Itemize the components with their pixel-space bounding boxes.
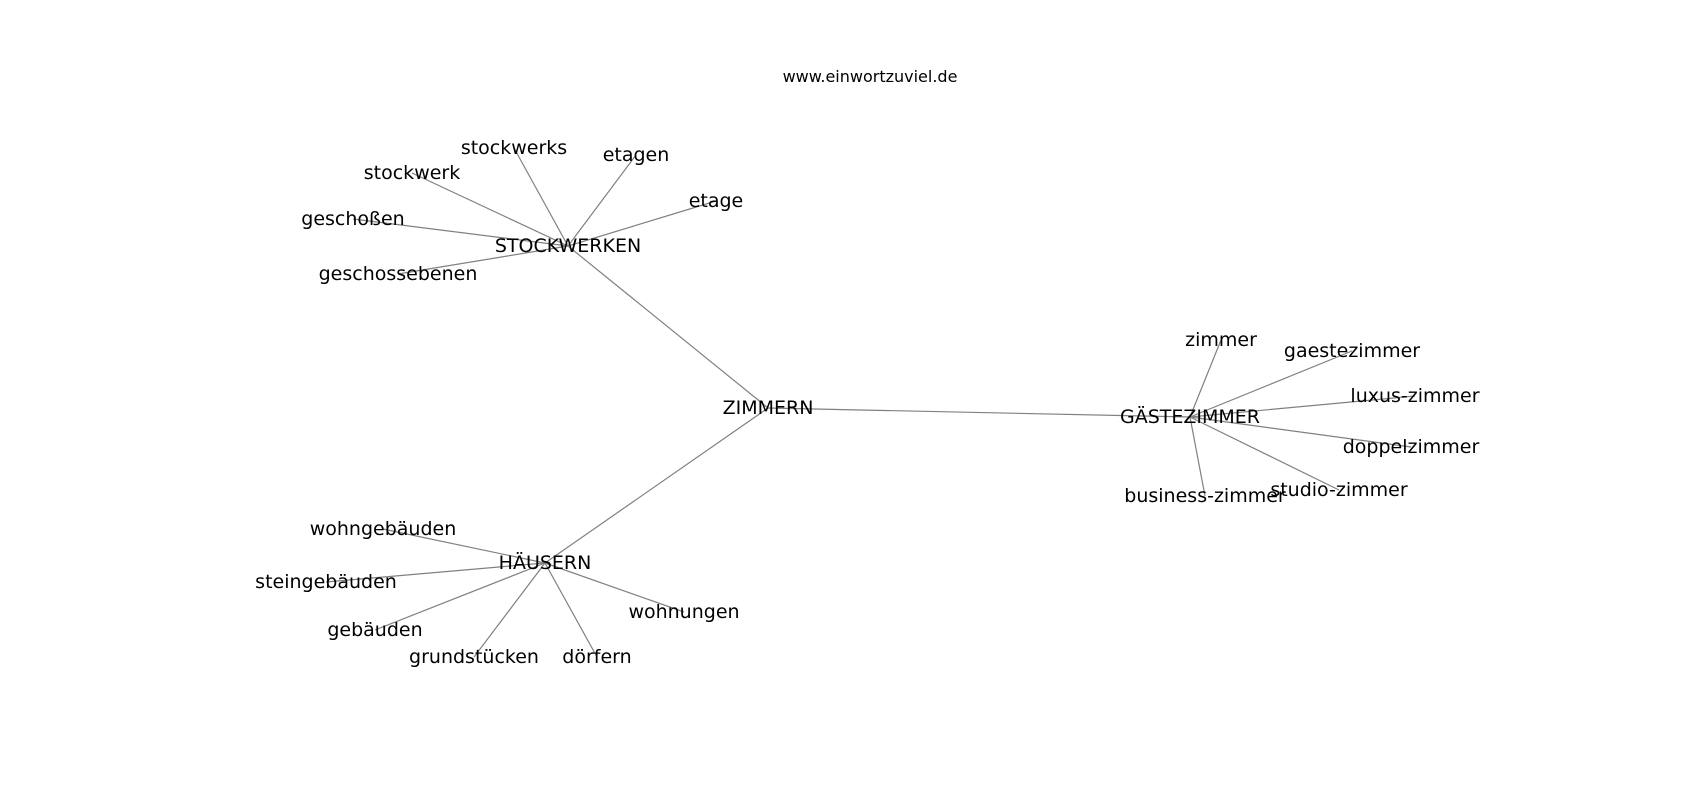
edge-haeusern-gebaeuden <box>374 562 546 631</box>
node-geschossen: geschoßen <box>301 208 404 230</box>
edge-stockwerken-etage <box>567 200 717 247</box>
edges-layer <box>325 147 1416 658</box>
node-zimmern: ZIMMERN <box>723 397 814 419</box>
edge-gaestezimmer-hub-luxus-zimmer <box>1189 395 1416 418</box>
edge-haeusern-wohngebaeuden <box>382 528 546 564</box>
edge-zimmern-gaestezimmer-hub <box>767 407 1191 418</box>
edge-haeusern-doerfern <box>544 562 598 658</box>
node-grundstuecken: grundstücken <box>409 646 539 668</box>
node-studio-zimmer: studio-zimmer <box>1270 479 1408 501</box>
edge-haeusern-wohnungen <box>544 562 685 613</box>
edge-stockwerken-stockwerks <box>513 147 569 247</box>
edge-gaestezimmer-hub-studio-zimmer <box>1189 416 1340 491</box>
edge-stockwerken-geschossen <box>352 218 569 247</box>
node-luxus-zimmer: luxus-zimmer <box>1350 385 1479 407</box>
node-gaestezimmer: gaestezimmer <box>1284 340 1420 362</box>
node-doerfern: dörfern <box>562 646 631 668</box>
edge-zimmern-haeusern <box>544 407 769 564</box>
node-stockwerk: stockwerk <box>364 162 460 184</box>
edge-gaestezimmer-hub-gaestezimmer <box>1189 350 1353 418</box>
node-gaestezimmer-hub: GÄSTEZIMMER <box>1120 405 1260 428</box>
node-stockwerken: STOCKWERKEN <box>495 235 641 257</box>
node-stockwerks: stockwerks <box>461 137 567 159</box>
node-gebaeuden: gebäuden <box>327 619 422 641</box>
node-steingebaeuden: steingebäuden <box>255 571 397 593</box>
edge-zimmern-stockwerken <box>567 245 769 409</box>
edge-stockwerken-geschossebenen <box>397 245 569 275</box>
labels-layer: ZIMMERN STOCKWERKEN stockwerks etagen stockw… <box>255 137 1480 668</box>
node-geschossebenen: geschossebenen <box>319 263 478 285</box>
node-doppelzimmer: doppelzimmer <box>1343 436 1480 458</box>
edge-gaestezimmer-hub-doppelzimmer <box>1189 416 1412 448</box>
edge-haeusern-steingebaeuden <box>325 562 546 583</box>
node-zimmer: zimmer <box>1185 329 1257 351</box>
node-business-zimmer: business-zimmer <box>1124 485 1286 507</box>
site-title: www.einwortzuviel.de <box>783 67 958 86</box>
node-etage: etage <box>689 190 744 212</box>
node-etagen: etagen <box>603 144 670 166</box>
edge-gaestezimmer-hub-zimmer <box>1189 339 1222 418</box>
node-wohngebaeuden: wohngebäuden <box>310 518 457 540</box>
edge-haeusern-grundstuecken <box>473 562 546 658</box>
node-wohnungen: wohnungen <box>628 601 739 623</box>
node-haeusern: HÄUSERN <box>499 551 592 574</box>
edge-stockwerken-stockwerk <box>411 172 569 247</box>
edge-stockwerken-etagen <box>567 154 637 247</box>
edge-gaestezimmer-hub-business-zimmer <box>1189 416 1206 497</box>
